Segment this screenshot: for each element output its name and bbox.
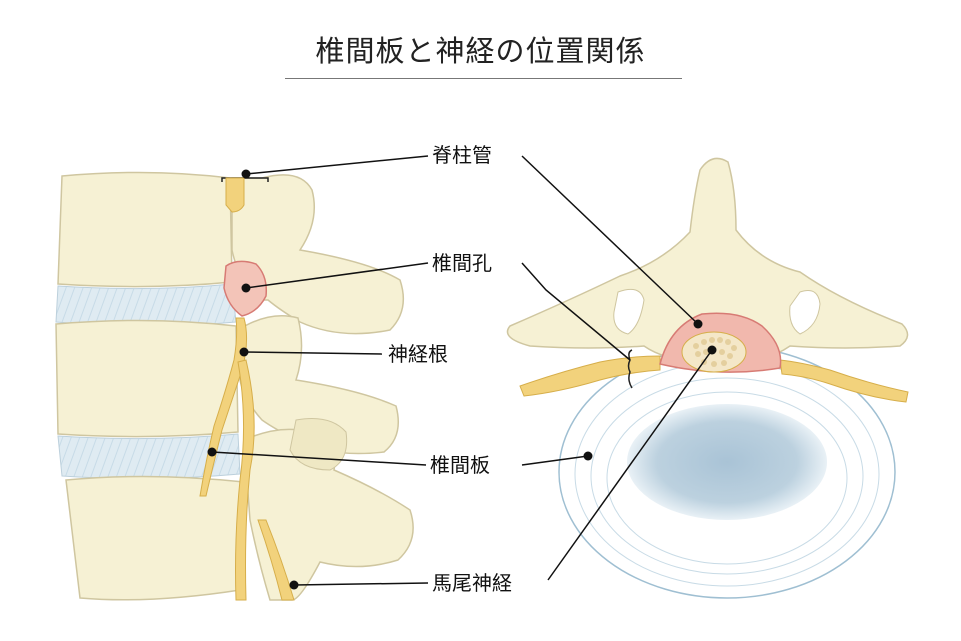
label-intervertebral-foramen: 椎間孔 (430, 251, 494, 275)
axial-foramen-bracket (627, 349, 633, 389)
axial-facet-left (613, 288, 645, 335)
leader-dots (207, 169, 717, 590)
lateral-spine-view (55, 171, 414, 601)
axial-spine-view (506, 157, 909, 599)
posterior-arch-middle (237, 315, 399, 455)
label-spinal-canal: 脊柱管 (430, 143, 494, 167)
posterior-arch-upper (231, 174, 405, 335)
label-nerve-root: 神経根 (386, 342, 450, 366)
cauda-equina-strand (257, 519, 295, 601)
cauda-equina-shape (235, 359, 255, 601)
label-cauda-equina: 馬尾神経 (430, 571, 514, 595)
intervertebral-disc-upper (55, 283, 237, 327)
leader-lines (211, 155, 713, 586)
axial-nerve-root-right (779, 359, 909, 403)
axial-disc-nucleus (627, 404, 827, 520)
label-intervertebral-disc: 椎間板 (428, 453, 492, 477)
axial-facet-right (789, 290, 821, 335)
vertebral-body-upper (57, 171, 233, 288)
title-underline (285, 78, 682, 79)
canal-nerve-strip (225, 177, 245, 213)
vertebral-body-lower (65, 475, 245, 601)
vertebral-body-middle (55, 319, 239, 438)
diagram-title: 椎間板と神経の位置関係 (315, 34, 646, 68)
